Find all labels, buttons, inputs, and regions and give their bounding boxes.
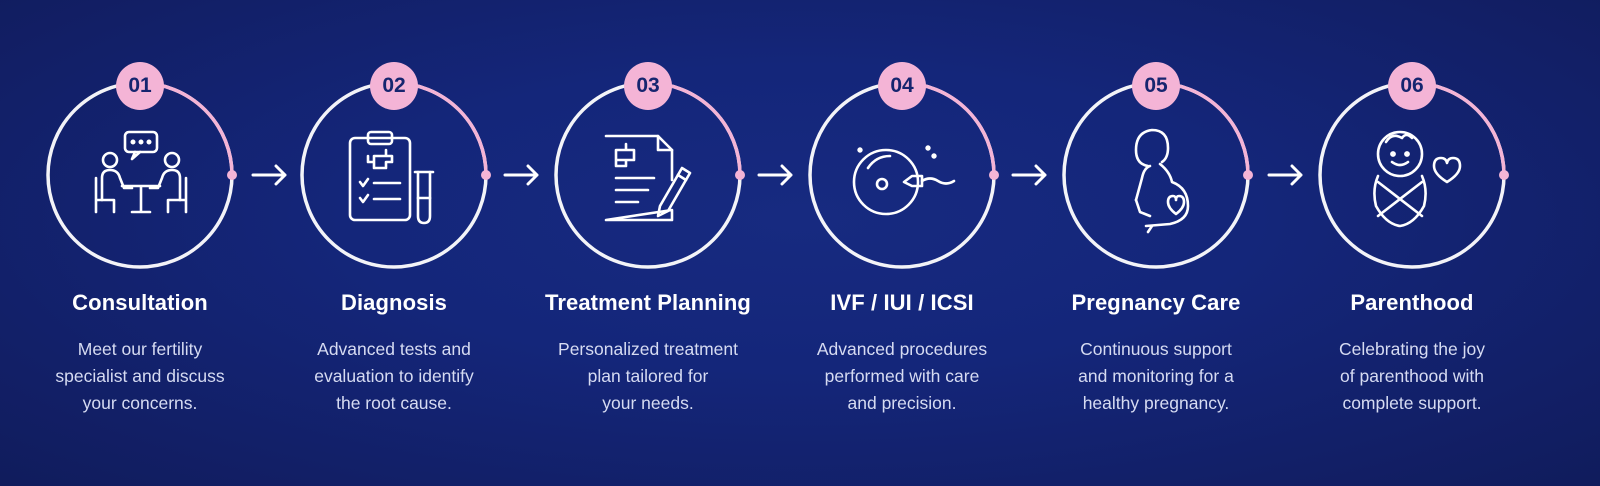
description-line: and precision. (847, 393, 957, 413)
description-line: of parenthood with (1340, 366, 1484, 386)
description-line: evaluation to identify (314, 366, 474, 386)
arrow-right-icon (251, 164, 287, 186)
step-description: Advanced tests and evaluation to identif… (279, 336, 509, 417)
description-line: specialist and discuss (55, 366, 225, 386)
step-title: Pregnancy Care (1071, 290, 1241, 315)
step-description: Celebrating the joy of parenthood with c… (1297, 336, 1527, 417)
step-pregnancy-care: 05 Pregnancy Care Continuous support and… (1026, 0, 1286, 486)
arrow-right-icon (1267, 164, 1303, 186)
arrow-right-icon (1011, 164, 1047, 186)
step-treatment-planning: 03 Treatment Planning Personalized treat… (518, 0, 778, 486)
arrow-right-icon (757, 164, 793, 186)
description-line: Personalized treatment (558, 339, 738, 359)
clipboard-test-tube-icon (334, 120, 454, 240)
document-pen-icon (588, 120, 708, 240)
description-line: and monitoring for a (1078, 366, 1234, 386)
step-number-badge: 01 (116, 62, 164, 110)
step-title: Diagnosis (340, 290, 448, 315)
description-line: Meet our fertility (77, 339, 203, 359)
step-parenthood: 06 Parenthood Celebrating the joy of par… (1282, 0, 1542, 486)
step-title: IVF / IUI / ICSI (830, 290, 974, 315)
description-line: Advanced tests and (317, 339, 471, 359)
description-line: healthy pregnancy. (1082, 393, 1230, 413)
description-line: your concerns. (82, 393, 198, 413)
step-number-badge: 02 (370, 62, 418, 110)
egg-sperm-icon (842, 120, 962, 240)
description-line: performed with care (824, 366, 980, 386)
step-ivf-iui-icsi: 04 IVF / IUI / ICSI Advanced procedures … (772, 0, 1032, 486)
step-consultation: 01 Consultation Meet our fertility speci… (10, 0, 270, 486)
step-title: Consultation (72, 290, 208, 315)
step-description: Meet our fertility specialist and discus… (25, 336, 255, 417)
arrow-right-icon (503, 164, 539, 186)
step-description: Personalized treatment plan tailored for… (533, 336, 763, 417)
consultation-icon (80, 120, 200, 240)
description-line: complete support. (1342, 393, 1482, 413)
step-diagnosis: 02 Diagnosis Advanced tests and evaluati… (264, 0, 524, 486)
description-line: Celebrating the joy (1339, 339, 1485, 359)
step-number-badge: 06 (1388, 62, 1436, 110)
step-number-badge: 04 (878, 62, 926, 110)
step-description: Advanced procedures performed with care … (787, 336, 1017, 417)
pregnant-woman-icon (1096, 120, 1216, 240)
baby-heart-icon (1352, 120, 1472, 240)
description-line: Continuous support (1080, 339, 1232, 359)
step-number-badge: 05 (1132, 62, 1180, 110)
description-line: Advanced procedures (816, 339, 988, 359)
step-title: Parenthood (1350, 290, 1474, 315)
description-line: your needs. (602, 393, 694, 413)
step-number-badge: 03 (624, 62, 672, 110)
step-description: Continuous support and monitoring for a … (1041, 336, 1271, 417)
description-line: plan tailored for (587, 366, 709, 386)
step-title: Treatment Planning (545, 290, 751, 315)
description-line: the root cause. (336, 393, 452, 413)
